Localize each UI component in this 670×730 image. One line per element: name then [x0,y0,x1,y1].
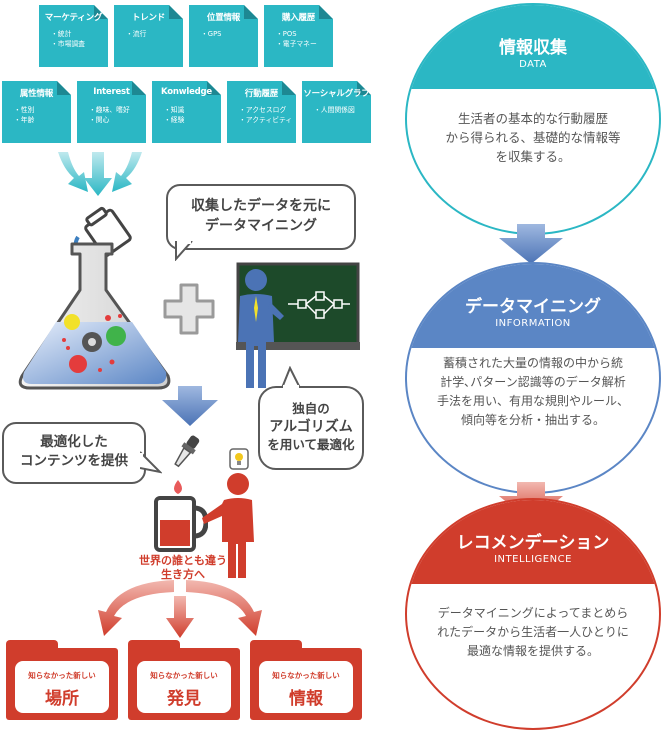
card-item: ・POS [276,30,297,38]
lightbulb-icon [229,448,249,470]
card-item: ・アクティビティ [239,116,293,124]
plus-icon [163,283,215,335]
dropper-icon [174,435,200,494]
bubble-line: 最適化した [40,434,108,450]
stage-description: 蓄積された大量の情報の中から統 計学､パターン認識等のデータ解析 手法を用い、有… [419,354,647,430]
stage-description: 生活者の基本的な行動履歴 から得られる、基礎的な情報等 を収集する。 [427,109,639,166]
stage-band: データマイニング INFORMATION [407,264,659,348]
card-item: ・関心 [89,116,110,124]
stage-description-line: 生活者の基本的な行動履歴 [457,111,608,126]
folder-inner: 知らなかった新しい 情報 [259,661,353,713]
card-title: 位置情報 [206,13,241,23]
bubble-data-mining: 収集したデータを元に データマイニング [166,184,356,250]
bubble-line: 独自の [292,401,330,416]
funnel-arrows-icon [58,152,142,196]
stage-description-line: 傾向等を分析・抽出する。 [460,413,605,427]
bubble-algorithm: 独自の アルゴリズム を用いて最適化 [258,386,364,470]
bubble-line: データマイニング [205,218,317,234]
card-item: ・電子マネー [276,40,317,48]
result-folder-place: 知らなかった新しい 場所 [6,640,118,720]
card-title: マーケティング [44,13,103,23]
bubble-tail [140,451,162,474]
world-caption-line: 生き方へ [161,568,205,581]
card-item: ・性別 [14,106,35,114]
stage-subtitle: DATA [519,59,547,70]
stage-description-line: から得られる、基礎的な情報等 [445,130,621,145]
stage-description-line: れたデータから生活者一人ひとりに [437,625,629,639]
down-arrow-icon [162,386,218,426]
folder-subtitle: 知らなかった新しい [150,671,218,680]
recipient-person-icon [202,473,254,578]
bubble-tail [175,241,193,261]
stage-down-arrow-icon [499,224,563,264]
card-item: ・経験 [164,116,185,124]
bubble-line: 収集したデータを元に [191,198,331,214]
stage-description-line: データマイニングによってまとめら [437,606,629,620]
folder-subtitle: 知らなかった新しい [28,671,96,680]
card-title: トレンド [131,13,166,23]
category-card-social: ソーシャルグラフ ・人間関係図 [302,81,371,143]
card-item: ・知識 [164,106,185,114]
folder-inner: 知らなかった新しい 場所 [15,661,109,713]
category-card-marketing: マーケティング ・統計・市場調査 [39,5,108,67]
card-title: Konwledge [161,87,212,97]
card-item: ・流行 [126,30,147,38]
card-item: ・市場調査 [51,40,85,48]
flask-icon [18,242,171,390]
stage-title: 情報収集 [499,38,567,58]
stage-description-line: 最適な情報を提供する。 [466,644,599,658]
world-caption-line: 世界の誰とも違う [139,554,227,567]
folder-title: 場所 [45,689,79,709]
card-title: 購入履歴 [281,13,316,23]
stage-description-line: 手法を用い、有用な規則やルール、 [436,394,629,408]
card-title: Interest [93,87,130,97]
folder-subtitle: 知らなかった新しい [272,671,340,680]
bubble-content: 最適化した コンテンツを提供 [2,422,146,484]
category-card-interest: Interest ・趣味、嗜好・関心 [77,81,146,143]
card-item: ・年齢 [14,116,35,124]
stage-description-line: 計学､パターン認識等のデータ解析 [440,375,626,389]
stage-band: 情報収集 DATA [407,5,659,89]
result-folder-information: 知らなかった新しい 情報 [250,640,362,720]
stage-title: データマイニング [465,297,601,317]
category-card-knowledge: Konwledge ・知識・経験 [152,81,221,143]
folder-inner: 知らなかった新しい 発見 [137,661,231,713]
folder-title: 情報 [289,689,323,709]
spread-arrows-icon [98,580,262,638]
stage-subtitle: INFORMATION [495,318,571,329]
stage-description-line: 蓄積された大量の情報の中から統 [442,356,623,370]
bubble-line: を用いて最適化 [267,437,355,452]
category-card-attribute: 属性情報 ・性別・年齢 [2,81,71,143]
card-item: ・アクセスログ [239,106,287,114]
card-item: ・統計 [51,30,72,38]
bubble-tail [281,366,301,388]
stage-band: レコメンデーション INTELLIGENCE [407,500,659,584]
card-item: ・人間関係図 [314,106,355,114]
card-title: 属性情報 [19,89,54,99]
world-caption: 世界の誰とも違う 生き方へ [108,554,258,582]
card-item: ・GPS [201,30,222,38]
category-card-behavior: 行動履歴 ・アクセスログ・アクティビティ [227,81,296,143]
card-item: ・趣味、嗜好 [89,106,130,114]
card-title: 行動履歴 [244,89,279,99]
stage-subtitle: INTELLIGENCE [494,554,572,565]
result-folder-discovery: 知らなかった新しい 発見 [128,640,240,720]
category-card-trend: トレンド ・流行 [114,5,183,67]
stage-circle-intelligence: レコメンデーション INTELLIGENCE データマイニングによってまとめら … [405,498,661,730]
bubble-line: コンテンツを提供 [20,453,128,469]
stage-description-line: を収集する。 [495,149,571,164]
stage-title: レコメンデーション [456,533,610,553]
card-title: ソーシャルグラフ [303,89,370,99]
stage-description: データマイニングによってまとめら れたデータから生活者一人ひとりに 最適な情報を… [419,604,647,661]
folder-title: 発見 [167,689,201,709]
category-card-location: 位置情報 ・GPS [189,5,258,67]
category-card-purchase: 購入履歴 ・POS ・電子マネー [264,5,333,67]
bubble-line: アルゴリズム [269,419,353,435]
stage-circle-information: データマイニング INFORMATION 蓄積された大量の情報の中から統 計学､… [405,262,661,494]
presenter-person-icon [238,269,284,388]
stage-circle-data: 情報収集 DATA 生活者の基本的な行動履歴 から得られる、基礎的な情報等 を収… [405,3,661,235]
